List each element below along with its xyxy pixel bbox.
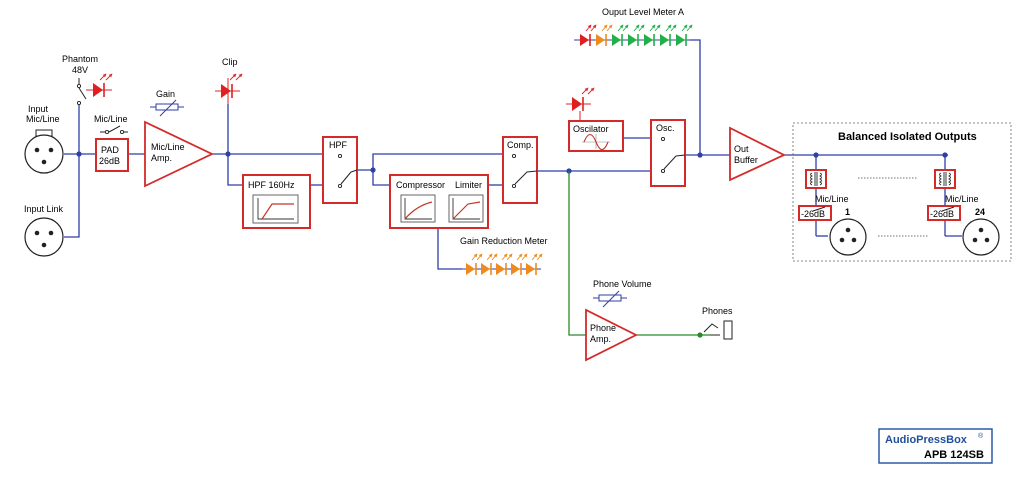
gain-reduction-led-1 [466,253,483,275]
sine-wave-icon [582,133,610,151]
signal-wires [64,39,962,270]
phantom-label: Phantom [62,54,98,64]
gain-potentiometer-icon [150,99,184,117]
input-link-label: Input Link [24,204,64,214]
clip-led-icon [215,73,243,104]
limiter-label: Limiter [455,180,482,190]
phone-amp-label-2: Amp. [590,334,611,344]
phone-volume-label: Phone Volume [593,279,652,289]
output-level-led-4 [628,24,645,46]
comp-switch [511,153,538,189]
gain-reduction-led-2 [481,253,498,275]
output-24-transformer-icon [934,169,956,189]
phone-volume-potentiometer-icon [593,290,627,308]
hpf-response-graph [252,194,299,224]
output-1-mic-line-label: Mic/Line [815,194,849,204]
hpf-switch-block [322,136,358,204]
output-1-pad-label: -26dB [801,209,825,219]
out-buffer-label-1: Out [734,144,749,154]
gain-reduction-meter [460,253,543,275]
balanced-outputs-title: Balanced Isolated Outputs [838,131,977,143]
comp-label: Comp. [507,140,534,150]
osc-label: Osc. [656,123,675,133]
output-1-number: 1 [845,207,850,217]
phantom-led-icon [86,73,113,97]
compressor-label: Compressor [396,180,445,190]
input-label-2: Mic/Line [26,114,60,124]
phones-jack-icon [703,320,733,340]
output-24-pad-label: -26dB [930,209,954,219]
hpf-switch [337,153,358,189]
out-buffer-amp [729,126,787,182]
pad-block [95,138,129,172]
phone-amp [585,308,639,362]
output-24-number: 24 [975,207,985,217]
mic-line-switch-label: Mic/Line [94,114,128,124]
mic-line-switch [100,125,128,135]
clip-label: Clip [222,57,238,67]
gain-reduction-led-4 [511,253,528,275]
output-24-pad-switch [941,206,955,212]
output-level-led-6 [660,24,677,46]
output-level-led-5 [644,24,661,46]
xlr-input-mic-line [24,129,64,174]
amp-label-1: Mic/Line [151,142,185,152]
phones-label: Phones [702,306,733,316]
hpf-label: HPF [329,140,348,150]
model-number: APB 124SB [924,449,984,461]
balanced-outputs-box [792,122,1012,262]
brand-registered-mark: ® [978,432,984,440]
hpf160-label: HPF 160Hz [248,180,295,190]
output-level-led-1 [580,24,597,46]
output-level-led-7 [676,24,693,46]
phone-amp-label-1: Phone [590,323,616,333]
mic-line-amp [144,120,215,188]
input-label-1: Input [28,104,49,114]
amp-label-2: Amp. [151,153,172,163]
xlr-output-1 [829,218,867,256]
phantom-switch [76,78,87,106]
output-1-transformer-icon [805,169,827,189]
output-24-mic-line-label: Mic/Line [945,194,979,204]
xlr-output-24 [962,218,1000,256]
output-level-meter [574,24,693,46]
output-1-pad-switch [812,206,826,212]
output-level-led-2 [596,24,613,46]
pad-label-1: PAD [101,145,119,155]
output-level-led-3 [612,24,629,46]
brand-logo: AudioPressBox [885,434,968,446]
phones-wires [568,171,710,338]
pad-label-2: 26dB [99,156,120,166]
oscilator-led-icon [566,87,595,111]
gain-reduction-label: Gain Reduction Meter [460,236,548,246]
gain-reduction-led-5 [526,253,543,275]
xlr-input-link [24,217,64,257]
gain-reduction-led-3 [496,253,513,275]
output-meter-label: Ouput Level Meter A [602,7,684,17]
output-1-pad-block [798,205,832,221]
output-24-pad-block [927,205,961,221]
out-buffer-label-2: Buffer [734,155,758,165]
oscilator-label: Oscilator [573,124,609,134]
osc-switch-block [650,119,686,187]
osc-switch [660,136,686,174]
brand-box [878,428,993,464]
phantom-voltage-label: 48V [72,65,88,75]
gain-label: Gain [156,89,175,99]
comp-switch-block [502,136,538,204]
